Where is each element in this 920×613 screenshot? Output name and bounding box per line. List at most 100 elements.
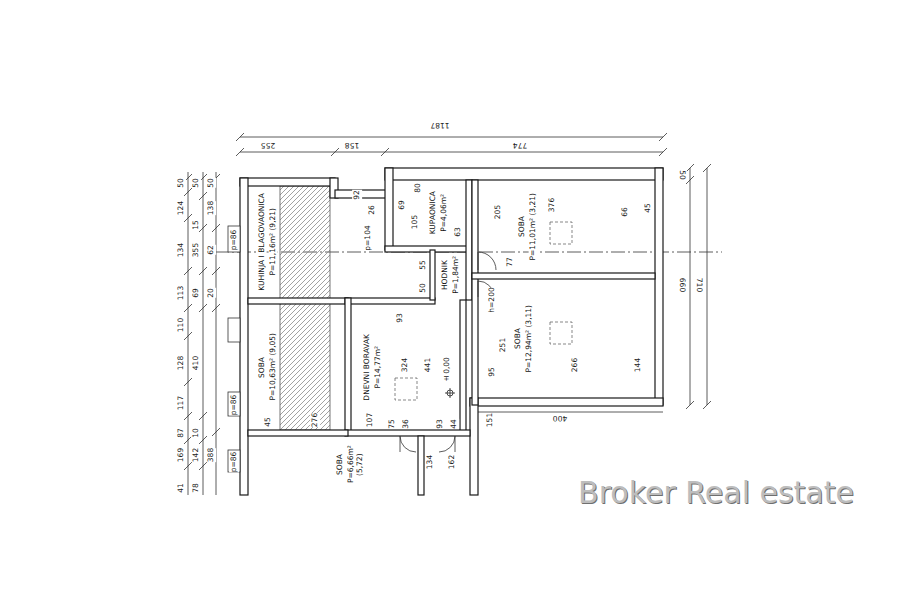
level-symbol — [445, 388, 455, 398]
dimension-label: 128 — [176, 356, 186, 370]
dimension-label: 107 — [365, 413, 375, 427]
dimension-label: 62 — [206, 245, 216, 255]
dimension-label: 134 — [425, 455, 435, 469]
room-area-value: P=11,16m² (9,21) — [269, 208, 278, 276]
room-name: KUHINJA I BLAGOVAONICA — [258, 193, 267, 291]
wall — [345, 298, 435, 304]
room-area-value: P=4,06m² — [440, 194, 449, 232]
dimension-label: 205 — [493, 205, 503, 219]
watermark: Broker Real estate — [578, 476, 854, 509]
room-area: SOBAP=6,66m² (5,72) — [248, 436, 418, 493]
dimension-label: 50 — [191, 178, 201, 188]
dimension-label: h=200 — [487, 287, 497, 312]
dimension-label: 144 — [633, 358, 643, 372]
dimension-label: 276 — [310, 413, 320, 427]
dimension-label: 151 — [485, 413, 495, 427]
wall — [345, 430, 470, 436]
dimension-label: 660 — [677, 278, 687, 292]
wall — [418, 436, 424, 495]
dimension-label: 1187 — [429, 121, 450, 129]
door-swing — [478, 252, 496, 270]
hatched-zone — [280, 186, 330, 430]
dimension-label: 162 — [447, 455, 457, 469]
wall — [385, 168, 393, 250]
dimension-label: 75 — [387, 419, 397, 429]
window — [228, 226, 240, 252]
dimension-label: 388 — [206, 448, 216, 462]
room-name: SOBA — [336, 454, 345, 475]
room-name: SOBA — [258, 357, 267, 378]
dimension-label: 266 — [570, 358, 580, 372]
dimension-label: 87 — [176, 428, 186, 438]
wall — [248, 430, 348, 436]
dimension-label: 15 — [191, 220, 201, 230]
dimension-line — [690, 168, 707, 405]
window — [228, 392, 240, 416]
dimension-label: 441 — [423, 358, 433, 372]
dimension-label: 400 — [552, 414, 568, 422]
dimension-label: 134 — [176, 243, 186, 257]
dimension-lines — [184, 133, 711, 495]
dimension-label: 44 — [449, 419, 459, 429]
dimension-ticks — [199, 174, 207, 470]
ceiling-mark — [395, 378, 417, 400]
dimension-label: 710 — [694, 278, 704, 292]
dimension-line — [478, 412, 663, 413]
dimension-ticks — [236, 133, 667, 156]
dimension-label: 95 — [487, 367, 497, 377]
dimension-label: 69 — [191, 288, 201, 298]
dimension-label: 36 — [401, 419, 411, 429]
dimension-label: 45 — [263, 417, 273, 427]
dimension-label: p=104 — [363, 225, 373, 250]
wall — [240, 178, 335, 186]
wall — [470, 398, 478, 495]
room-area: HODNIKP=1,84m² — [435, 252, 466, 298]
wall — [385, 168, 663, 180]
dimension-label: 117 — [176, 396, 186, 410]
dimension-label: 324 — [400, 358, 410, 372]
wall — [248, 298, 348, 304]
room-name: SOBA — [514, 328, 523, 349]
windows — [228, 226, 240, 472]
dimension-label: 113 — [176, 286, 186, 300]
dimension-label: 169 — [176, 448, 186, 462]
dimension-label: 69 — [397, 200, 407, 210]
ceiling-mark — [550, 322, 572, 344]
doors — [400, 252, 496, 452]
wall — [470, 398, 663, 406]
dimension-label: 376 — [547, 198, 557, 212]
dimension-label: 55 — [418, 260, 428, 270]
door-swing — [439, 436, 455, 452]
dimension-label: 77 — [505, 257, 515, 267]
dimension-ticks — [686, 164, 711, 409]
window — [228, 318, 240, 342]
room-area: SOBAP=10,63m² (9,05) — [248, 304, 345, 430]
dimension-label: 124 — [176, 201, 186, 215]
wall — [430, 250, 435, 300]
dimension-label: 20 — [206, 288, 216, 298]
dimension-label: 105 — [410, 215, 420, 229]
room-area-value: P=1,84m² — [452, 256, 461, 294]
dimension-label: 158 — [344, 141, 360, 149]
wall — [466, 180, 472, 300]
dimension-label: 92 — [352, 190, 362, 200]
dimension-label: 50 — [418, 283, 428, 293]
wall — [472, 273, 655, 279]
dimension-label: 355 — [191, 243, 201, 257]
wall — [472, 180, 478, 405]
door-swing — [400, 436, 416, 452]
dimension-label: 110 — [176, 318, 186, 332]
dimension-label: p=86 — [229, 395, 239, 416]
dimension-label: 50 — [176, 178, 186, 188]
room-area-value: P=14,77m² — [374, 346, 383, 389]
wall — [460, 300, 466, 432]
wall — [345, 298, 351, 434]
dimension-label: 93 — [435, 419, 445, 429]
wall — [335, 190, 390, 198]
dimension-line — [240, 137, 663, 138]
dimension-label: 142 — [191, 448, 201, 462]
level-cross — [445, 388, 455, 398]
dimension-label: 10 — [191, 428, 201, 438]
dimension-label: 41 — [176, 483, 186, 493]
